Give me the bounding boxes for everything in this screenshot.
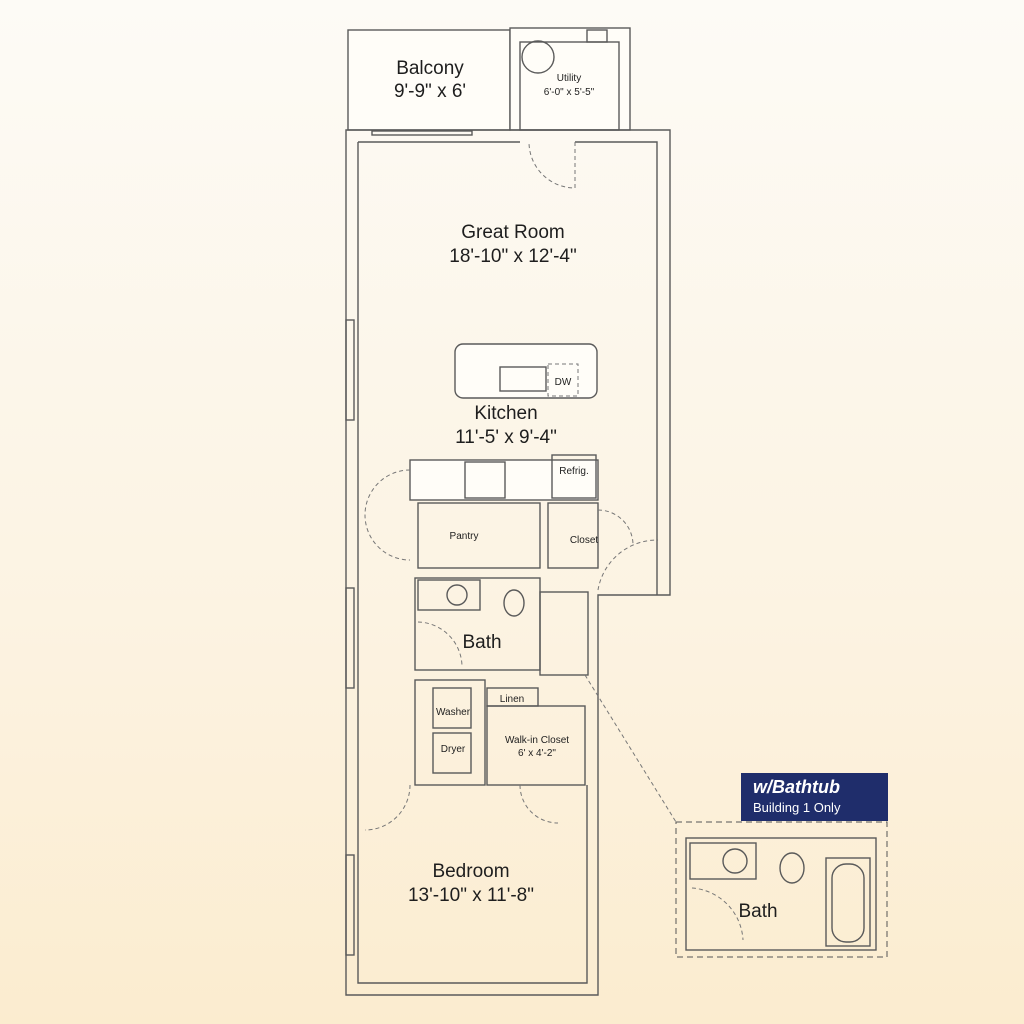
kitchen-label: Kitchen (474, 403, 537, 424)
inset-vanity (689, 842, 757, 880)
closet (547, 502, 599, 569)
closet-label: Closet (570, 535, 599, 546)
dishwasher-label: DW (555, 377, 572, 388)
kitchen-island (454, 343, 598, 399)
walk-in-closet-size: 6' x 4'-2" (518, 748, 556, 759)
pantry (417, 502, 541, 569)
washer (432, 687, 472, 729)
vanity (417, 579, 481, 611)
washer-label: Washer (436, 707, 471, 718)
balcony-area (347, 29, 511, 131)
utility-label: Utility (557, 73, 581, 84)
utility-size: 6'-0" x 5'-5" (544, 87, 595, 98)
walk-in-closet (486, 705, 586, 786)
bathtub-option-title: w/Bathtub (753, 777, 840, 797)
bathtub-inset (675, 821, 888, 958)
bath-label: Bath (462, 632, 501, 653)
linen-label: Linen (500, 694, 524, 705)
shower (539, 591, 589, 676)
refrigerator (551, 454, 597, 499)
refrigerator-label: Refrig. (559, 466, 588, 477)
toilet-icon (503, 589, 525, 617)
inset-leader-line (584, 674, 677, 823)
bedroom-label: Bedroom (432, 861, 509, 882)
bedroom-door-swing (364, 784, 411, 831)
dryer-label: Dryer (441, 744, 466, 755)
entry-door-swing (597, 539, 659, 591)
laundry-closet (414, 679, 486, 786)
inset-sink-icon (722, 848, 748, 874)
dryer (432, 732, 472, 774)
sliding-door (371, 130, 473, 136)
bathtub-basin (831, 863, 865, 943)
walk-in-closet-door-swing (519, 784, 559, 824)
inset-bath-label: Bath (738, 901, 777, 922)
window (345, 854, 355, 956)
window (345, 587, 355, 689)
inset-door-swing (691, 887, 744, 941)
bath (414, 577, 541, 671)
walk-in-closet-label: Walk-in Closet (505, 735, 569, 746)
dishwasher (547, 363, 579, 397)
pantry-door-swing (364, 469, 411, 561)
pantry-label: Pantry (450, 531, 479, 542)
inset-toilet-icon (779, 852, 805, 884)
great-room-label: Great Room (461, 222, 564, 243)
bathtub-option-tag: w/Bathtub Building 1 Only (741, 773, 888, 821)
water-heater-icon (521, 40, 555, 74)
sink-icon (499, 366, 547, 392)
interior-wall (357, 141, 658, 984)
bathtub-option-subtitle: Building 1 Only (753, 800, 841, 815)
balcony-size: 9'-9" x 6' (394, 81, 466, 102)
window (345, 319, 355, 421)
sink-icon (446, 584, 468, 606)
stove-icon (464, 461, 506, 499)
closet-door-swing (597, 509, 634, 546)
utility-outer-wall (509, 27, 631, 131)
utility-door-swing (528, 141, 576, 189)
exterior-wall (345, 129, 671, 996)
bedroom-size: 13'-10" x 11'-8" (408, 885, 534, 906)
kitchen-counter (409, 459, 599, 501)
vent-icon (586, 29, 608, 43)
inset-bath-walls (685, 837, 877, 951)
balcony-label: Balcony (396, 58, 464, 79)
bathtub (825, 857, 871, 947)
great-room-size: 18'-10" x 12'-4" (449, 246, 576, 267)
bath-door-swing (417, 621, 463, 668)
kitchen-size: 11'-5' x 9'-4" (455, 427, 557, 448)
